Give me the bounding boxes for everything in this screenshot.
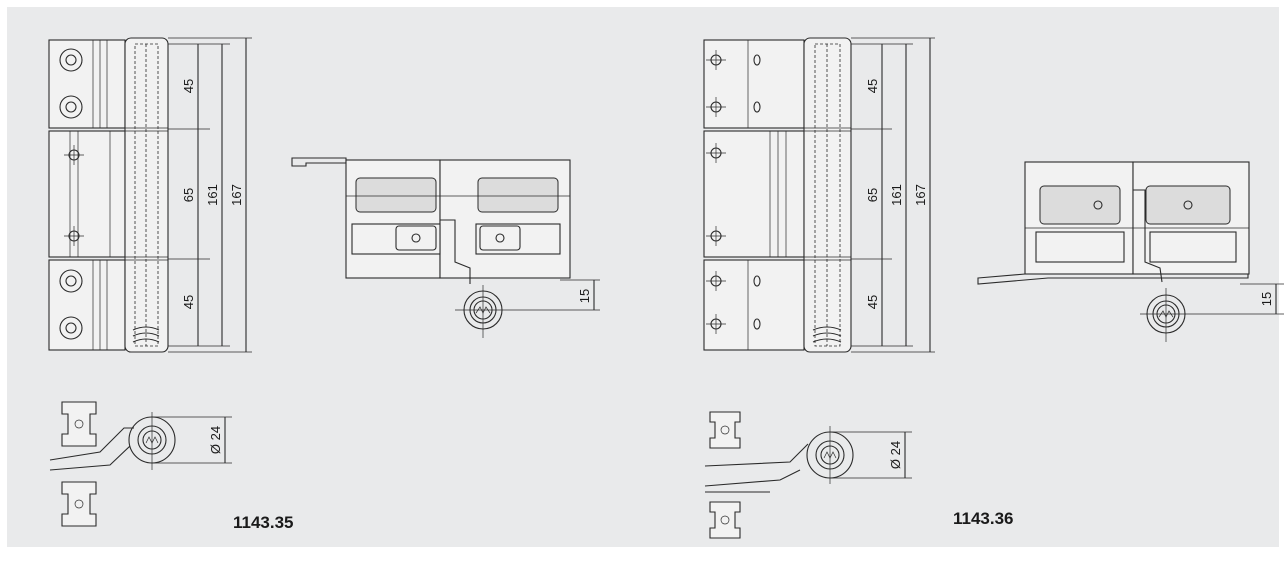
hinge-front-view-left xyxy=(48,37,169,353)
hinge-front-view-right xyxy=(703,37,852,353)
barrel-circle-left xyxy=(455,279,600,338)
dimension-45-top: 45 xyxy=(181,79,196,93)
dimension-lines-left xyxy=(168,37,252,353)
screw-icon xyxy=(59,48,84,340)
dimension-offset-15: 15 xyxy=(577,289,592,303)
profile-section-right xyxy=(977,161,1250,285)
part-number-label: 1143.36 xyxy=(953,509,1014,528)
hinge-top-view-left xyxy=(49,401,232,527)
dimension-diameter: Ø 24 xyxy=(208,426,223,454)
dimension-45-bottom: 45 xyxy=(181,295,196,309)
dimension-45-bottom: 45 xyxy=(865,295,880,309)
dimension-diameter: Ø 24 xyxy=(888,441,903,469)
dimension-offset-15: 15 xyxy=(1259,292,1274,306)
hinge-top-view-right xyxy=(704,411,912,539)
profile-section-left xyxy=(291,157,571,284)
dimension-161: 161 xyxy=(889,184,904,206)
dimension-167: 167 xyxy=(229,184,244,206)
dimension-65: 65 xyxy=(181,188,196,202)
dimension-lines-right xyxy=(851,37,935,353)
barrel-circle-right xyxy=(1140,283,1284,342)
part-number-label: 1143.35 xyxy=(233,513,294,532)
dimension-161: 161 xyxy=(205,184,220,206)
screw-icon xyxy=(706,50,761,334)
dimension-167: 167 xyxy=(913,184,928,206)
dimension-65: 65 xyxy=(865,188,880,202)
drawing-frame xyxy=(7,7,1279,547)
dimension-45-top: 45 xyxy=(865,79,880,93)
